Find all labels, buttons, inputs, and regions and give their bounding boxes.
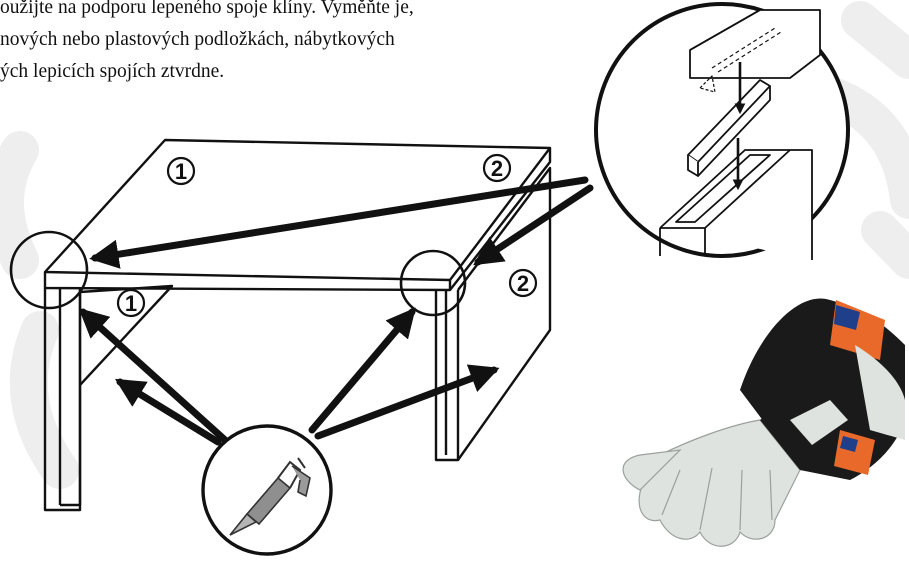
glue-arrows: [78, 307, 500, 446]
label-marker-top-right: 2: [482, 153, 512, 183]
left-joint-highlight: [9, 230, 89, 310]
label-side-right: 2: [517, 271, 529, 296]
work-gloves-icon: [622, 298, 905, 547]
label-marker-bracket: 1: [116, 288, 146, 318]
label-top-left: 1: [175, 159, 187, 184]
label-top-right: 2: [491, 156, 503, 181]
cabinet-drawing: [43, 138, 552, 512]
label-marker-side-right: 2: [508, 268, 538, 298]
instruction-line-3: ých lepicích spojích ztvrdne.: [0, 61, 225, 82]
left-side-panel: [43, 288, 82, 512]
instruction-text: oužijte na podporu lepeného spoje klíny.…: [0, 0, 640, 88]
detail-arrows: [89, 176, 594, 269]
caulking-gun-icon: [229, 457, 311, 536]
label-marker-top-left: 1: [166, 156, 196, 186]
left-corner-bracket: [79, 284, 174, 386]
right-joint-highlight: [399, 249, 467, 317]
right-side-panel: [434, 290, 460, 462]
glue-gun-callout: [201, 424, 333, 556]
wedge-detail-callout: [594, 2, 850, 260]
joint-wedge-insert-icon: [659, 9, 821, 260]
label-bracket: 1: [125, 291, 137, 316]
top-panel-edge: [43, 272, 452, 292]
instruction-line-2: nových nebo plastových podložkách, nábyt…: [0, 29, 395, 50]
instruction-line-1: oužijte na podporu lepeného spoje klíny.…: [0, 0, 414, 18]
